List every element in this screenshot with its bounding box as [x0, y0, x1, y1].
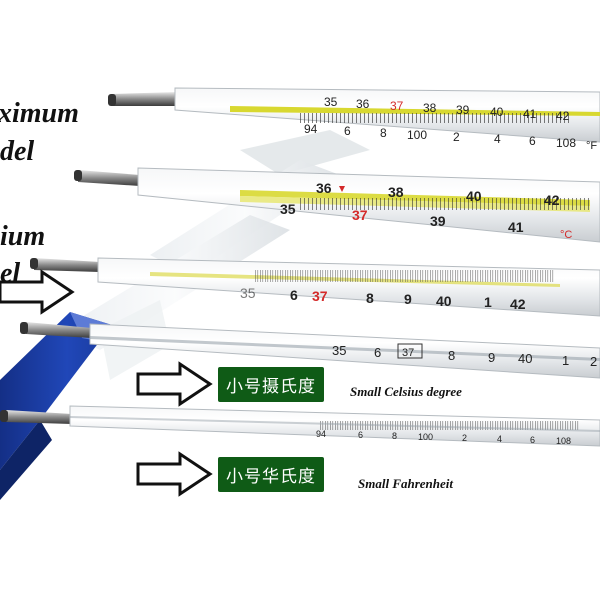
t1-unit-f: °F: [586, 140, 597, 152]
t1-top-42: 42: [556, 109, 570, 123]
t1-bot-2: 2: [453, 130, 460, 144]
t1-top-41: 41: [523, 107, 537, 121]
t2-top-40: 40: [466, 188, 482, 204]
thermometer-celsius-medium: [30, 257, 600, 317]
thermometer-celsius-small: [20, 322, 600, 379]
t1-top-36: 36: [356, 97, 370, 111]
t5-2: 2: [462, 433, 467, 443]
left-labels: ximum del ium el: [0, 98, 79, 289]
t3-6: 6: [290, 287, 298, 303]
thermometer-fahrenheit-celsius-large: [108, 87, 600, 143]
t5-6a: 6: [358, 430, 363, 440]
t3-40: 40: [436, 293, 452, 309]
thermometer-fahrenheit-small: [0, 405, 600, 447]
t1-bot-6a: 6: [344, 124, 351, 138]
t1-bot-108: 108: [556, 136, 576, 150]
t1-top-37: 37: [390, 99, 404, 113]
label-model-1: del: [0, 136, 34, 167]
t4-35: 35: [332, 343, 346, 358]
t4-37: 37: [402, 347, 414, 359]
caption-small-fahrenheit: Small Fahrenheit: [358, 476, 453, 491]
t2-bot-39: 39: [430, 213, 446, 229]
caption-small-celsius: Small Celsius degree: [350, 384, 462, 399]
t3-8: 8: [366, 290, 374, 306]
t4-6: 6: [374, 345, 381, 360]
scale-labels-t5: 94 6 8 100 2 4 6 108: [316, 429, 571, 446]
badge-small-fahrenheit: 小号华氏度: [218, 457, 324, 492]
arrow-icon: [136, 361, 213, 407]
t2-bot-37: 37: [352, 207, 368, 223]
t2-unit-c: °C: [560, 229, 572, 241]
t4-1: 1: [562, 353, 569, 368]
t3-37: 37: [312, 288, 328, 304]
t2-top-36: 36: [316, 180, 332, 196]
label-maximum-2: ium: [0, 221, 45, 252]
t1-top-38: 38: [423, 101, 437, 115]
t1-top-35: 35: [324, 95, 338, 109]
t1-bot-100: 100: [407, 128, 427, 142]
t4-9: 9: [488, 350, 495, 365]
t5-8: 8: [392, 431, 397, 441]
arrow-icon: [0, 269, 75, 315]
t4-2: 2: [590, 354, 597, 369]
arrow-icon: [136, 451, 213, 497]
label-maximum-1: ximum: [0, 98, 79, 129]
t5-100: 100: [418, 432, 433, 442]
t5-94: 94: [316, 429, 326, 439]
thermometer-celsius-large: [74, 167, 600, 243]
t3-1: 1: [484, 294, 492, 310]
t2-bot-35: 35: [280, 201, 296, 217]
t1-top-39: 39: [456, 103, 470, 117]
t1-top-40: 40: [490, 105, 504, 119]
t1-bot-6b: 6: [529, 134, 536, 148]
t2-top-38: 38: [388, 184, 404, 200]
t4-8: 8: [448, 348, 455, 363]
t4-40: 40: [518, 351, 532, 366]
badge-small-celsius: 小号摄氏度: [218, 367, 324, 402]
t1-bot-94: 94: [304, 122, 318, 136]
scale-labels-t3: 35 6 37 8 9 40 1 42: [240, 285, 526, 312]
t1-bot-4: 4: [494, 132, 501, 146]
t2-top-42: 42: [544, 192, 560, 208]
t1-bot-8: 8: [380, 126, 387, 140]
t5-6b: 6: [530, 435, 535, 445]
t3-9: 9: [404, 291, 412, 307]
t3-35: 35: [240, 285, 256, 301]
scale-labels-t4: 35 6 37 8 9 40 1 2: [332, 343, 597, 369]
scale-labels-t2: 36 38 40 42 35 37 39 41 °C: [280, 180, 572, 241]
t2-bot-41: 41: [508, 219, 524, 235]
t3-42: 42: [510, 296, 526, 312]
scale-labels-t1: 35 36 37 38 39 40 41 42 94 6 8 100 2 4 6…: [304, 95, 597, 152]
t5-4: 4: [497, 434, 502, 444]
t5-108: 108: [556, 436, 571, 446]
